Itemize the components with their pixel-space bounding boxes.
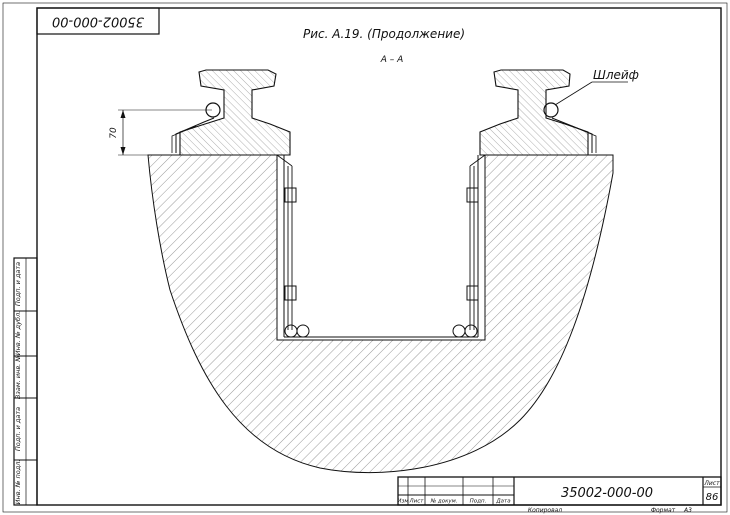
rotated-doc-code: 35002-000-00	[52, 14, 144, 29]
left-rail-profile	[171, 69, 291, 156]
section-label: А – А	[380, 55, 404, 65]
tb-col-list: Лист	[409, 499, 425, 505]
copied-label: Копировал	[528, 507, 562, 514]
stamp-podp-data-2: Подп. и дата	[14, 262, 22, 306]
stamp-vzam-inv: Взам. инв. №	[14, 355, 22, 399]
rotated-code-box: 35002-000-00	[36, 7, 160, 35]
left-conduit	[284, 166, 297, 330]
shleif-label: Шлейф	[593, 68, 639, 82]
stamp-inv-dubl: Инв. № дубл.	[14, 311, 22, 355]
tb-col-dokum: № докум.	[429, 499, 457, 505]
right-rail-connector	[543, 102, 559, 118]
figure-caption: Рис. А.19. (Продолжение)	[303, 27, 465, 41]
title-block: Изм Лист № докум. Подп. Дата 35002-000-0…	[397, 476, 722, 506]
tb-doc-code: 35002-000-00	[561, 486, 653, 501]
dimension-70: 70	[109, 109, 212, 156]
trench-cables	[284, 324, 478, 338]
shleif-leader-line	[554, 81, 593, 106]
ground-section	[147, 154, 614, 474]
right-conduit	[466, 166, 479, 330]
dimension-70-label: 70	[109, 127, 119, 139]
drawing-frame	[36, 7, 722, 506]
stamp-inv-podl: Инв. № подл.	[14, 460, 22, 505]
tb-col-podp: Подп.	[470, 499, 487, 505]
right-rail-profile	[479, 69, 597, 156]
tb-col-izm: Изм	[397, 499, 408, 505]
tb-col-data: Дата	[495, 499, 511, 505]
side-stamp: Инв. № подл. Подп. и дата Взам. инв. № И…	[13, 257, 38, 506]
trench-walls	[276, 154, 486, 338]
format-label: Формат	[651, 507, 676, 514]
tb-sheet-number: 86	[706, 492, 719, 503]
stamp-podp-data-1: Подп. и дата	[14, 407, 22, 451]
tb-sheet-label: Лист	[703, 480, 720, 487]
format-value: А3	[683, 507, 692, 514]
